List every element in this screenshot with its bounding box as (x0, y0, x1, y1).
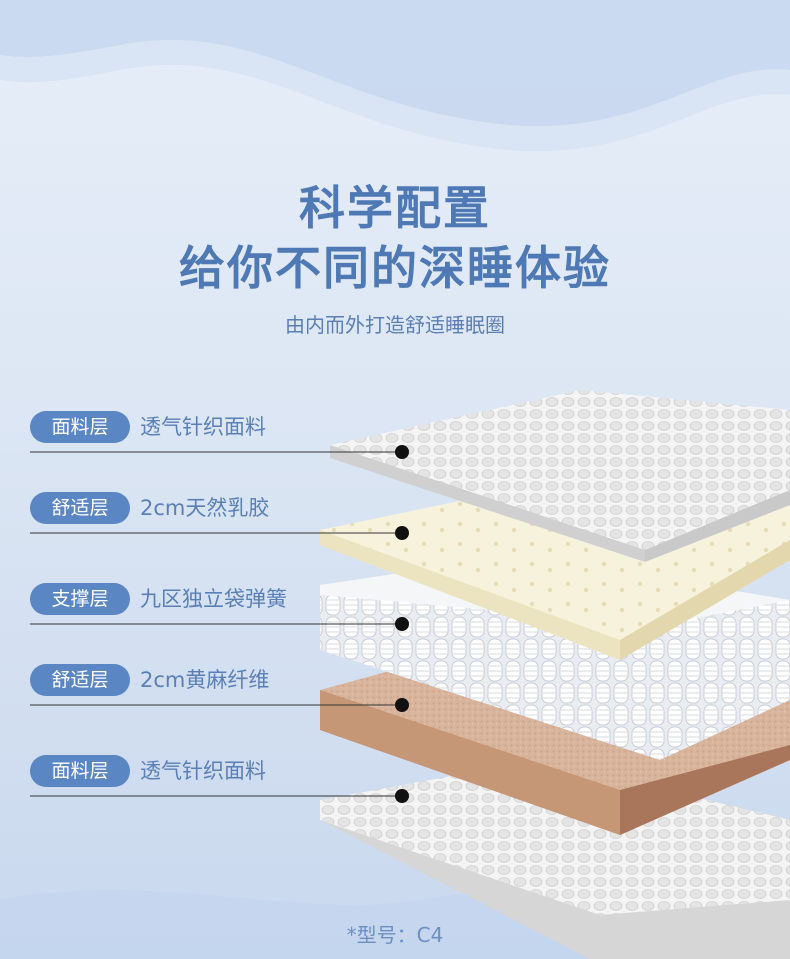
headline-subtitle: 由内而外打造舒适睡眠圈 (285, 313, 505, 337)
layer-description: 2cm天然乳胶 (140, 496, 270, 520)
layer-description: 透气针织面料 (140, 415, 266, 439)
layer-badge: 舒适层 (30, 664, 130, 696)
headline-line-1: 科学配置 (299, 181, 491, 235)
leader-lines (30, 445, 409, 803)
model-number: *型号：C4 (346, 923, 444, 947)
layer-badge: 舒适层 (30, 492, 130, 524)
layer-description: 2cm黄麻纤维 (140, 668, 270, 692)
layer-badge: 面料层 (30, 755, 130, 787)
layer-top-fabric (330, 390, 790, 562)
layer-description: 九区独立袋弹簧 (140, 587, 287, 611)
layer-description: 透气针织面料 (140, 759, 266, 783)
headline-line-2: 给你不同的深睡体验 (179, 241, 611, 295)
layer-badge: 支撑层 (30, 583, 130, 615)
layer-badge: 面料层 (30, 411, 130, 443)
